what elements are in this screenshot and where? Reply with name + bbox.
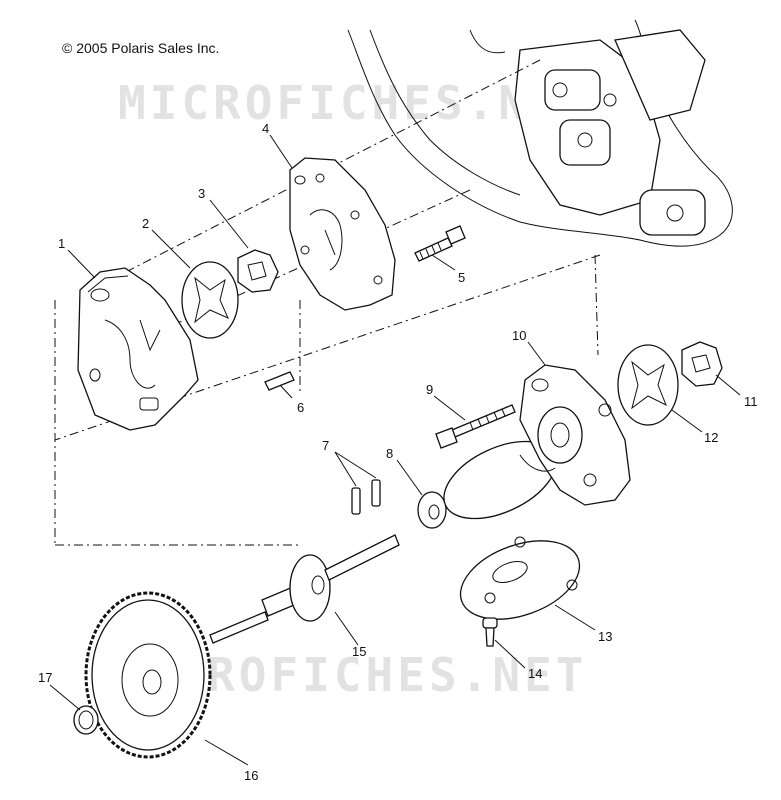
part-3-inner-rotor [237, 249, 279, 293]
callout-8: 8 [386, 446, 393, 461]
callout-4: 4 [262, 121, 269, 136]
leader-lines [49, 134, 741, 766]
callout-5: 5 [458, 270, 465, 285]
part-16-drive-gear [84, 591, 212, 759]
part-17-snap-ring [73, 705, 99, 735]
callout-9: 9 [426, 382, 433, 397]
callout-13: 13 [598, 629, 612, 644]
part-5-bolt [414, 225, 466, 262]
callout-17: 17 [38, 670, 52, 685]
callout-labels: 1 2 3 4 5 6 7 8 9 10 11 12 13 14 15 16 1… [38, 121, 758, 783]
engine-case [347, 19, 733, 247]
part-8-washer [417, 491, 447, 529]
part-11-inner-rotor [681, 341, 723, 387]
callout-1: 1 [58, 236, 65, 251]
callout-14: 14 [528, 666, 542, 681]
callout-11: 11 [744, 394, 758, 409]
part-10-pump-housing [443, 364, 631, 520]
part-9-bolt [435, 404, 516, 449]
part-12-outer-rotor [617, 344, 679, 426]
part-6-dowel-pin [264, 371, 295, 391]
callout-10: 10 [512, 328, 526, 343]
watermark-top: MICROFICHES.NET [118, 76, 594, 130]
part-13-strainer [459, 536, 581, 620]
part-14-screw [482, 617, 498, 647]
callout-6: 6 [297, 400, 304, 415]
callout-12: 12 [704, 430, 718, 445]
copyright-text: © 2005 Polaris Sales Inc. [62, 40, 220, 56]
callout-15: 15 [352, 644, 366, 659]
callout-3: 3 [198, 186, 205, 201]
part-7-pins [351, 479, 381, 515]
callout-2: 2 [142, 216, 149, 231]
callout-7: 7 [322, 438, 329, 453]
part-15-pump-shaft [209, 534, 400, 644]
callout-16: 16 [244, 768, 258, 783]
part-4-pump-plate [289, 157, 396, 311]
part-1-pump-body [77, 267, 199, 431]
part-2-outer-rotor [181, 261, 239, 339]
